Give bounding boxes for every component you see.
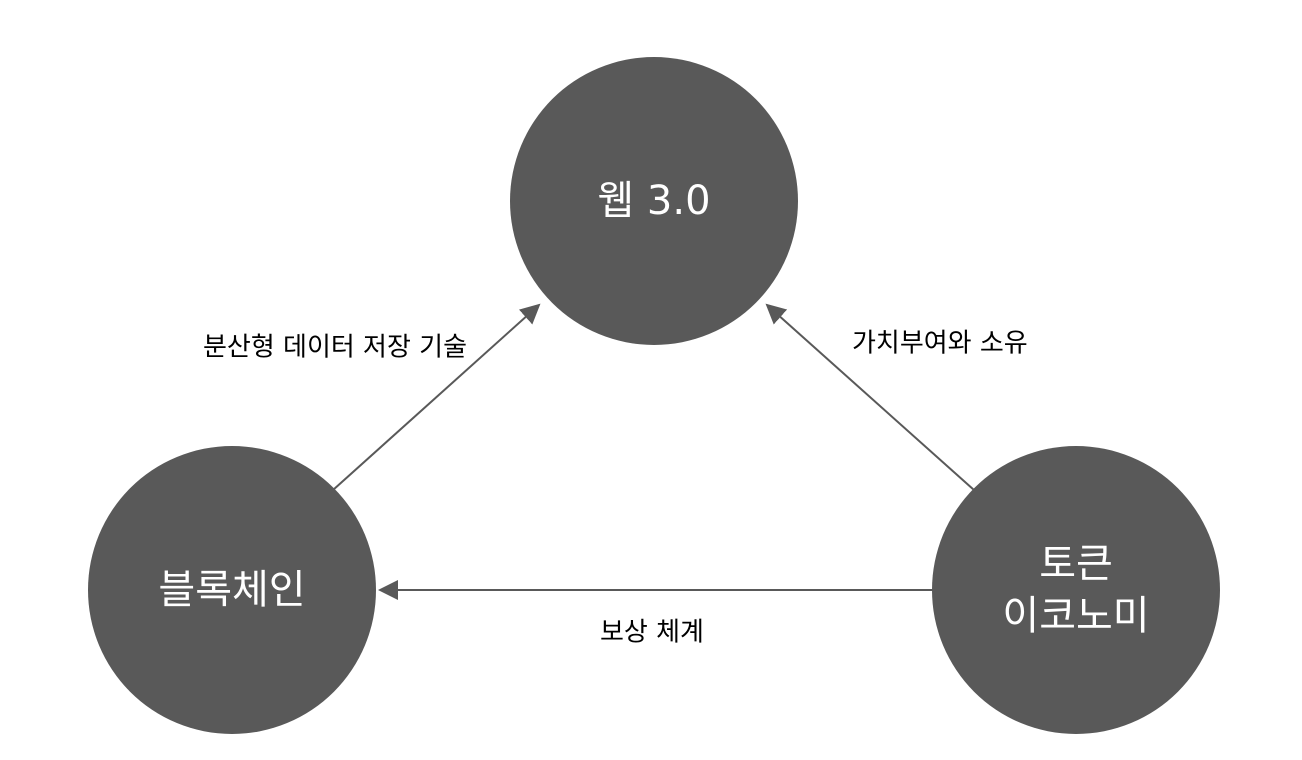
edge-label-token-to-blockchain: 보상 체계 [600,618,704,648]
edge-token-to-web3 [765,303,975,491]
node-token-economy-label-line2: 이코노미 [1002,593,1149,639]
edge-label-token-to-web3: 가치부여와 소유 [852,329,1028,359]
node-web3: 웹 3.0 [510,57,798,345]
edge-label-blockchain-to-web3: 분산형 데이터 저장 기술 [203,333,467,363]
node-web3-label: 웹 3.0 [597,178,710,224]
node-token-economy-label-line1: 토큰 [1039,541,1113,587]
node-token-economy: 토큰 이코노미 [932,446,1220,734]
node-blockchain: 블록체인 [88,446,376,734]
edge-blockchain-to-web3 [332,303,541,491]
node-blockchain-label: 블록체인 [158,567,305,613]
